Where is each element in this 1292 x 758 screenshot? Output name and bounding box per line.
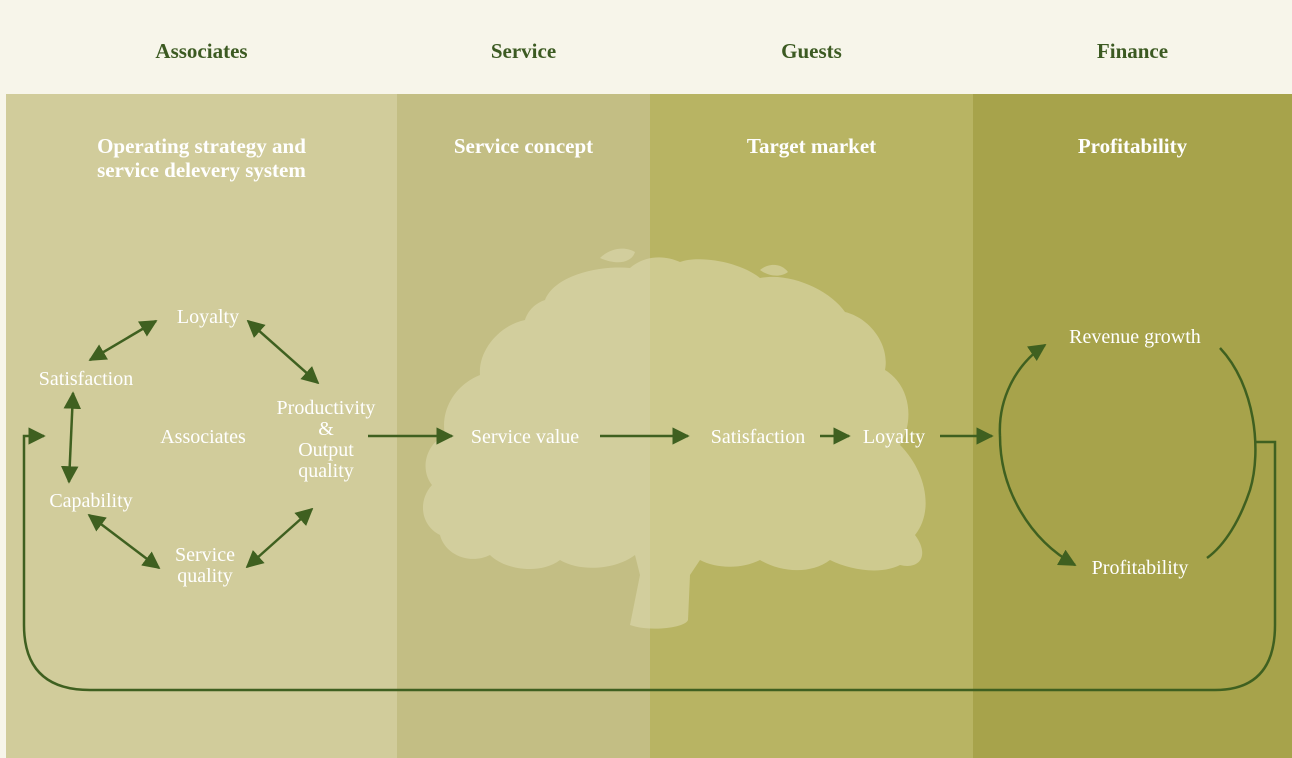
arrow-finance-to-revenue — [998, 343, 1047, 437]
arrow-servicequality-productivity — [245, 507, 314, 569]
header-guests: Guests — [650, 0, 973, 94]
column-associates-title: Operating strategy and service delevery … — [97, 134, 306, 182]
header-service: Service — [397, 0, 650, 94]
column-service-title: Service concept — [453, 134, 594, 158]
header-finance: Finance — [973, 0, 1292, 94]
label-satisfaction: Satisfaction — [38, 368, 134, 390]
label-guest-satisfaction: Satisfaction — [710, 426, 806, 448]
label-service-quality: Service quality — [175, 544, 235, 587]
label-associates-center: Associates — [160, 426, 246, 448]
arrow-finance-to-profitability — [998, 435, 1077, 567]
label-guest-loyalty: Loyalty — [862, 426, 926, 448]
header-service-label: Service — [490, 39, 557, 63]
column-finance: Profitability — [973, 94, 1292, 758]
label-revenue-growth: Revenue growth — [1069, 326, 1201, 348]
arrow-loyalty-satisfaction — [88, 319, 158, 362]
column-guests-title: Target market — [746, 134, 877, 158]
arrow-satisfaction-capability — [60, 391, 82, 484]
label-service-value: Service value — [470, 426, 580, 448]
header-associates-label: Associates — [155, 39, 248, 63]
arrow-loyalty-productivity — [246, 319, 320, 385]
header-finance-label: Finance — [1096, 39, 1169, 63]
label-profitability: Profitability — [1091, 557, 1189, 579]
header-associates: Associates — [6, 0, 397, 94]
arrow-capability-servicequality — [87, 513, 161, 570]
label-loyalty: Loyalty — [176, 306, 240, 328]
feedback-loop — [22, 427, 1277, 692]
finance-loop-arc — [1206, 347, 1257, 560]
column-finance-title: Profitability — [1077, 134, 1188, 158]
label-capability: Capability — [49, 490, 133, 512]
header-guests-label: Guests — [781, 39, 842, 63]
label-productivity-output-quality: Productivity & Output quality — [276, 397, 376, 482]
